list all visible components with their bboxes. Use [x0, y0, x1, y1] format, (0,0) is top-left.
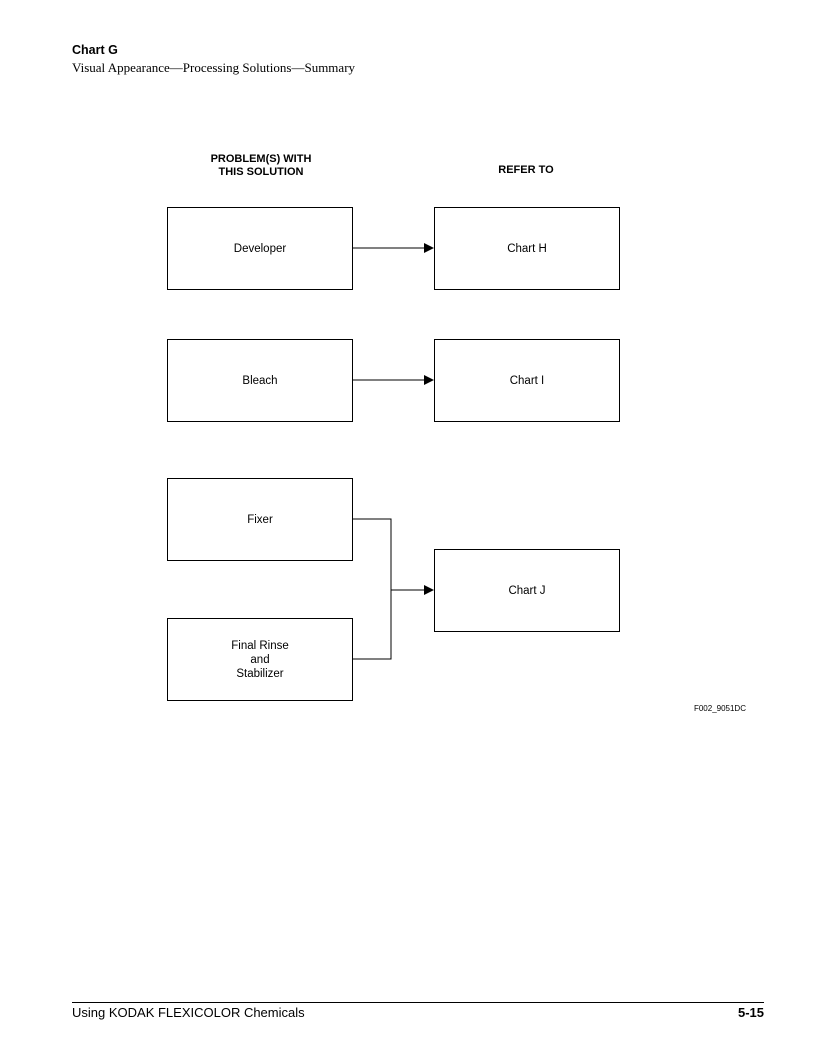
chart-i-label: Chart I — [509, 374, 545, 387]
bleach-box: Bleach — [167, 339, 353, 422]
developer-box: Developer — [167, 207, 353, 290]
final-rinse-stabilizer-label: Final Rinse and Stabilizer — [231, 639, 289, 680]
bleach-label: Bleach — [242, 374, 278, 387]
chart-h-label: Chart H — [507, 242, 547, 255]
column-header-problems: PROBLEM(S) WITH THIS SOLUTION — [210, 153, 312, 178]
final-rinse-stabilizer-box: Final Rinse and Stabilizer — [167, 618, 353, 701]
fixer-box: Fixer — [167, 478, 353, 561]
connector-fixer-to-merge — [353, 518, 392, 660]
chart-j-box: Chart J — [434, 549, 620, 632]
page-number: 5-15 — [737, 1005, 764, 1020]
chart-subtitle: Visual Appearance—Processing Solutions—S… — [72, 60, 356, 75]
chart-i-box: Chart I — [434, 339, 620, 422]
fixer-label: Fixer — [247, 513, 273, 526]
figure-id: F002_9051DC — [693, 704, 746, 713]
chart-j-label: Chart J — [508, 584, 546, 597]
chart-heading: Chart G — [72, 43, 118, 57]
chart-h-box: Chart H — [434, 207, 620, 290]
developer-label: Developer — [233, 242, 287, 255]
footer-rule — [72, 1002, 764, 1003]
footer-title: Using KODAK FLEXICOLOR Chemicals — [72, 1005, 305, 1020]
column-header-refer-to: REFER TO — [498, 164, 554, 176]
